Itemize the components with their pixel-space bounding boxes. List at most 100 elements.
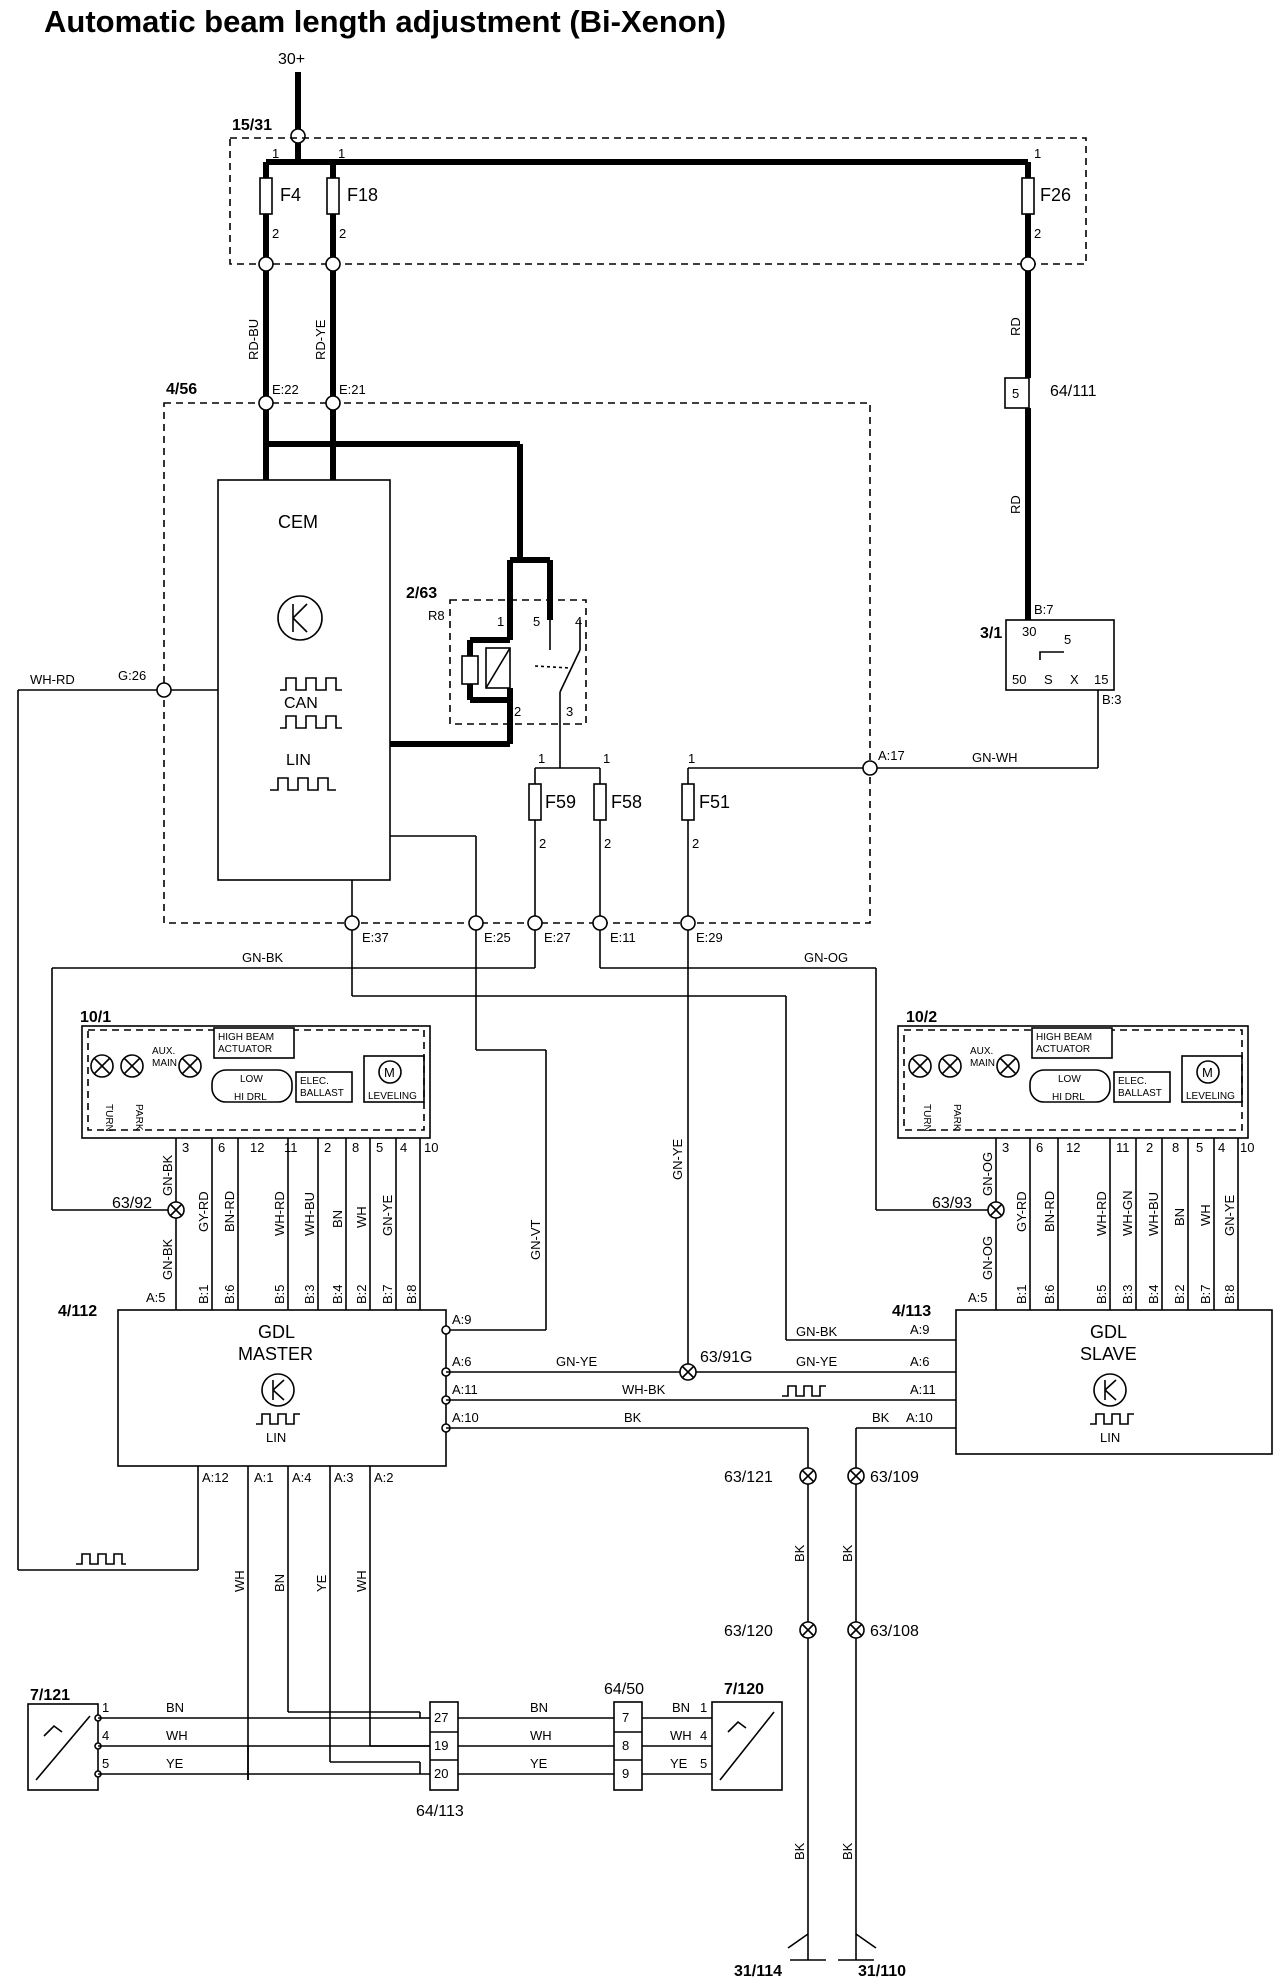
svg-text:A:11: A:11 bbox=[452, 1382, 478, 1397]
svg-text:19: 19 bbox=[434, 1738, 448, 1753]
svg-text:LOW: LOW bbox=[1058, 1074, 1081, 1085]
svg-text:SLAVE: SLAVE bbox=[1080, 1344, 1137, 1364]
svg-text:63/109: 63/109 bbox=[870, 1469, 919, 1486]
svg-text:12: 12 bbox=[250, 1140, 264, 1155]
svg-text:WH: WH bbox=[670, 1728, 692, 1743]
gdl-master-bottom-pins: A:12 A:1 A:4 A:3 A:2 bbox=[202, 1470, 394, 1485]
svg-text:GN-BK: GN-BK bbox=[796, 1324, 838, 1339]
splice-63-108 bbox=[847, 1621, 865, 1639]
supply-junction bbox=[290, 128, 306, 144]
ballast-right bbox=[1113, 1071, 1171, 1103]
headlamp-right-id: 10/2 bbox=[906, 1009, 937, 1026]
gdl-master-top-pins: A:5 B:1 B:6 B:5 B:3 B:4 B:2 B:7 B:8 bbox=[146, 1284, 419, 1305]
svg-text:6: 6 bbox=[218, 1140, 225, 1155]
supply-label: 30+ bbox=[278, 51, 305, 68]
svg-text:RD: RD bbox=[1008, 317, 1023, 336]
svg-text:63/121: 63/121 bbox=[724, 1469, 773, 1486]
svg-text:63/120: 63/120 bbox=[724, 1623, 773, 1640]
fusebox-outline bbox=[229, 137, 1087, 265]
svg-text:AUX.: AUX. bbox=[152, 1046, 175, 1057]
headlamp-left-id: 10/1 bbox=[80, 1009, 111, 1026]
splice-63-92 bbox=[167, 1201, 185, 1219]
svg-text:2: 2 bbox=[324, 1140, 331, 1155]
splice-63-121 bbox=[799, 1467, 817, 1485]
cem-unit bbox=[217, 479, 391, 881]
svg-text:GDL: GDL bbox=[258, 1322, 295, 1342]
svg-text:E:22: E:22 bbox=[272, 382, 299, 397]
svg-text:WH-BU: WH-BU bbox=[302, 1192, 317, 1236]
svg-text:BK: BK bbox=[792, 1842, 807, 1860]
svg-text:31/114: 31/114 bbox=[734, 1963, 782, 1980]
sensor-left-id: 7/121 bbox=[30, 1687, 70, 1704]
park-bulb-icon bbox=[120, 1054, 144, 1078]
gdl-slave-lin-icon bbox=[1090, 1413, 1134, 1425]
svg-text:GN-VT: GN-VT bbox=[528, 1220, 543, 1261]
svg-text:B:3: B:3 bbox=[1120, 1284, 1135, 1304]
splice-63-120 bbox=[799, 1621, 817, 1639]
svg-text:GY-RD: GY-RD bbox=[196, 1191, 211, 1232]
cem-lin-label: LIN bbox=[286, 752, 311, 769]
fuse-f51: 1 F51 2 bbox=[681, 751, 730, 923]
svg-text:GN-YE: GN-YE bbox=[670, 1139, 685, 1181]
svg-text:2: 2 bbox=[539, 836, 546, 851]
svg-text:A:12: A:12 bbox=[202, 1470, 229, 1485]
fuse-f18-label: F18 bbox=[347, 185, 378, 205]
svg-text:12: 12 bbox=[1066, 1140, 1080, 1155]
svg-text:WH-RD: WH-RD bbox=[30, 672, 75, 687]
svg-text:5: 5 bbox=[1196, 1140, 1203, 1155]
cem-label: CEM bbox=[278, 512, 318, 532]
ground-31-114 bbox=[787, 1933, 826, 1961]
svg-text:5: 5 bbox=[1012, 386, 1019, 401]
aux-main-bulb-icon bbox=[178, 1054, 202, 1078]
svg-text:20: 20 bbox=[434, 1766, 448, 1781]
gdl-master-processor-icon bbox=[261, 1373, 295, 1407]
svg-text:BK: BK bbox=[792, 1544, 807, 1562]
svg-text:A:17: A:17 bbox=[878, 748, 905, 763]
svg-text:A:3: A:3 bbox=[334, 1470, 354, 1485]
diagram-title: Automatic beam length adjustment (Bi-Xen… bbox=[44, 4, 727, 39]
svg-text:LIN: LIN bbox=[266, 1430, 286, 1445]
ground-31-110 bbox=[838, 1933, 877, 1961]
turn-bulb-icon bbox=[90, 1054, 114, 1078]
svg-text:A:11: A:11 bbox=[910, 1382, 936, 1397]
svg-text:YE: YE bbox=[670, 1756, 688, 1771]
ignition-id: 3/1 bbox=[980, 625, 1002, 642]
gdl-slave-id: 4/113 bbox=[892, 1303, 931, 1320]
svg-text:3: 3 bbox=[182, 1140, 189, 1155]
svg-text:64/113: 64/113 bbox=[416, 1803, 464, 1820]
gdl-master-lin-icon bbox=[256, 1413, 300, 1425]
svg-text:GN-OG: GN-OG bbox=[980, 1152, 995, 1196]
svg-text:GN-YE: GN-YE bbox=[380, 1195, 395, 1237]
sensor-right-id: 7/120 bbox=[724, 1681, 764, 1698]
svg-text:E:11: E:11 bbox=[610, 930, 636, 945]
svg-text:A:9: A:9 bbox=[910, 1322, 930, 1337]
svg-text:BALLAST: BALLAST bbox=[1118, 1088, 1162, 1099]
svg-text:BN: BN bbox=[166, 1700, 184, 1715]
high-beam-actuator-right bbox=[1031, 1027, 1113, 1059]
svg-text:6: 6 bbox=[1036, 1140, 1043, 1155]
lin-signal-icon bbox=[782, 1385, 826, 1397]
svg-text:A:1: A:1 bbox=[254, 1470, 274, 1485]
cem-box-id: 4/56 bbox=[166, 381, 197, 398]
svg-text:63/108: 63/108 bbox=[870, 1623, 919, 1640]
svg-text:B:2: B:2 bbox=[354, 1284, 369, 1304]
svg-text:ACTUATOR: ACTUATOR bbox=[218, 1044, 272, 1055]
svg-text:64/111: 64/111 bbox=[1050, 383, 1097, 400]
svg-text:F58: F58 bbox=[611, 792, 642, 812]
svg-text:2: 2 bbox=[514, 704, 521, 719]
svg-text:AUX.: AUX. bbox=[970, 1046, 993, 1057]
fuse-f26: 1 F26 2 bbox=[1021, 146, 1071, 264]
svg-text:GN-YE: GN-YE bbox=[556, 1354, 598, 1369]
svg-text:B:5: B:5 bbox=[1094, 1284, 1109, 1304]
gdl-slave-processor-icon bbox=[1093, 1373, 1127, 1407]
svg-text:2: 2 bbox=[1034, 226, 1041, 241]
headlamp-right-pins: 3 6 12 11 2 8 5 4 10 bbox=[1002, 1140, 1254, 1155]
headlamp-right bbox=[897, 1025, 1249, 1139]
wire-rd-bu: RD-BU bbox=[246, 319, 261, 360]
svg-text:1: 1 bbox=[688, 751, 695, 766]
svg-text:B:3: B:3 bbox=[1102, 692, 1122, 707]
svg-text:BK: BK bbox=[872, 1410, 890, 1425]
svg-text:2: 2 bbox=[1146, 1140, 1153, 1155]
svg-text:9: 9 bbox=[622, 1766, 629, 1781]
ignition-switch bbox=[1005, 619, 1115, 691]
